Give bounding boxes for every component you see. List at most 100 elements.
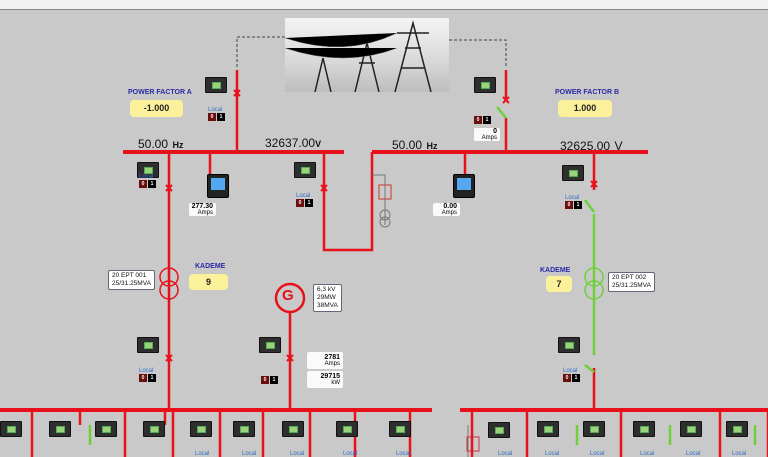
lr-local[interactable]: 1 xyxy=(574,201,582,209)
meter-a-value: 277.30 xyxy=(191,203,213,210)
generator-kw-unit: kW xyxy=(331,380,340,386)
local-label: Local xyxy=(139,368,154,374)
voltage-value: 32625.00 xyxy=(560,139,611,153)
bay-controller-icon[interactable] xyxy=(680,421,702,437)
lr-remote[interactable]: 0 xyxy=(208,113,216,121)
transformer-b-symbol xyxy=(584,280,604,300)
power-meter-b[interactable] xyxy=(453,174,475,198)
bay-controller-icon[interactable] xyxy=(95,421,117,437)
local-label: Local xyxy=(396,451,411,457)
lr-remote[interactable]: 0 xyxy=(563,374,571,382)
bay-controller-icon[interactable] xyxy=(190,421,212,437)
bay-controller-icon[interactable] xyxy=(488,422,510,438)
bay-controller-icon[interactable] xyxy=(633,421,655,437)
switch-open-b xyxy=(496,106,507,119)
kademe-b-label: KADEME xyxy=(540,267,571,274)
incomer-b-value: 0 xyxy=(493,128,497,135)
incomer-b-unit: Amps xyxy=(481,135,497,141)
local-label: Local xyxy=(640,451,655,457)
bay-controller-icon[interactable] xyxy=(137,337,159,353)
local-label: Local xyxy=(545,451,560,457)
transformer-a-name: 20 EPT 001 xyxy=(112,272,147,279)
bay-controller-icon[interactable] xyxy=(294,162,316,178)
generator-kv: 6,3 kV xyxy=(317,286,336,293)
lr-local[interactable]: 1 xyxy=(305,199,313,207)
bay-controller-icon[interactable] xyxy=(282,421,304,437)
lr-local[interactable]: 1 xyxy=(148,374,156,382)
toolbar xyxy=(0,0,768,10)
generator-mw: 29MW xyxy=(317,294,336,301)
kademe-b-value: 7 xyxy=(546,276,572,292)
local-label: Local xyxy=(563,368,578,374)
bay-controller-icon[interactable] xyxy=(726,421,748,437)
bay-controller-icon[interactable] xyxy=(0,421,22,437)
freq-value: 50.00 xyxy=(392,138,423,152)
bay-controller-icon[interactable] xyxy=(49,421,71,437)
kademe-a-value: 9 xyxy=(189,274,228,290)
generator-mva: 38MVA xyxy=(317,302,338,309)
local-label: Local xyxy=(343,451,358,457)
generator-amps-value: 2781 xyxy=(324,354,340,361)
power-factor-b-label: POWER FACTOR B xyxy=(555,89,620,96)
lr-remote[interactable]: 0 xyxy=(565,201,573,209)
meter-b-value: 0.00 xyxy=(443,203,457,210)
bus-a-voltage: 32637.00V xyxy=(265,134,321,152)
generator-amps-unit: Amps xyxy=(324,361,340,367)
lr-local[interactable]: 1 xyxy=(270,376,278,384)
power-meter-a[interactable] xyxy=(207,174,229,198)
bay-controller-icon[interactable] xyxy=(233,421,255,437)
lr-local[interactable]: 1 xyxy=(217,113,225,121)
overhead-line-b xyxy=(449,39,507,68)
bay-controller-icon[interactable] xyxy=(389,421,411,437)
lr-remote[interactable]: 0 xyxy=(474,116,482,124)
lr-local[interactable]: 1 xyxy=(572,374,580,382)
voltage-value: 32637.00 xyxy=(265,136,316,150)
local-label: Local xyxy=(590,451,605,457)
bay-controller-icon[interactable] xyxy=(537,421,559,437)
bus-b-frequency: 50.00 Hz xyxy=(392,136,437,154)
bay-controller-icon[interactable] xyxy=(259,337,281,353)
local-label: Local xyxy=(498,451,513,457)
local-label: Local xyxy=(195,451,210,457)
transformer-a-rating: 25/31.25MVA xyxy=(112,280,151,287)
bay-controller-icon[interactable] xyxy=(205,77,227,93)
bay-controller-icon[interactable] xyxy=(558,337,580,353)
lr-local[interactable]: 1 xyxy=(483,116,491,124)
lr-remote[interactable]: 0 xyxy=(261,376,269,384)
lr-remote[interactable]: 0 xyxy=(139,180,147,188)
power-factor-a-label: POWER FACTOR A xyxy=(128,89,192,96)
bus-a-frequency: 50.00 Hz xyxy=(138,135,183,153)
freq-unit: Hz xyxy=(426,141,438,151)
overhead-line-a xyxy=(236,36,285,68)
bay-controller-icon[interactable] xyxy=(336,421,358,437)
bus-b-voltage: 32625.00 V xyxy=(560,137,623,155)
lr-remote[interactable]: 0 xyxy=(139,374,147,382)
meter-a-unit: Amps xyxy=(197,210,213,216)
lr-local[interactable]: 1 xyxy=(148,180,156,188)
bus-coupler xyxy=(322,152,374,252)
generator-letter[interactable]: G xyxy=(282,287,294,304)
bay-controller-icon[interactable] xyxy=(562,165,584,181)
bay-controller-icon[interactable] xyxy=(583,421,605,437)
bay-controller-icon[interactable] xyxy=(137,162,159,178)
meter-b-unit: Amps xyxy=(441,210,457,216)
aux-transformer xyxy=(372,174,480,457)
bay-controller-icon[interactable] xyxy=(474,77,496,93)
bay-controller-icon[interactable] xyxy=(143,421,165,437)
generator-kw-value: 29715 xyxy=(320,373,340,380)
lr-remote[interactable]: 0 xyxy=(296,199,304,207)
